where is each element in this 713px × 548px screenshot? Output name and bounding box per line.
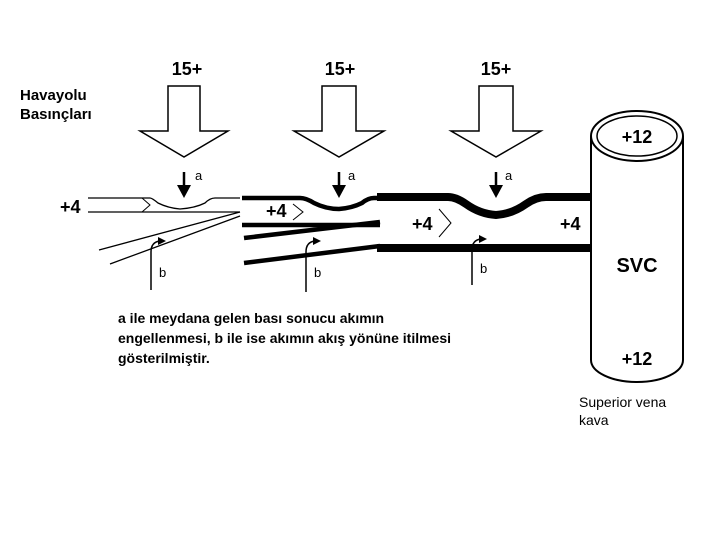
- svc-cylinder: [590, 110, 684, 383]
- pressure-arrow-1: 15+: [137, 59, 231, 158]
- compression-label-1: a: [195, 168, 203, 183]
- vessel-segment-3: [377, 172, 596, 285]
- airway-pressure-label-2: 15+: [325, 59, 356, 79]
- svc-caption-line2: kava: [579, 412, 609, 428]
- caption-line-2: engellenmesi, b ile ise akımın akış yönü…: [118, 330, 452, 346]
- compression-label-3: a: [505, 168, 513, 183]
- push-label-3: b: [480, 261, 487, 276]
- vessel-pressure-label-2: +4: [266, 201, 287, 221]
- svc-bottom-pressure: +12: [622, 349, 653, 369]
- push-label-1: b: [159, 265, 166, 280]
- airway-pressure-label-3: 15+: [481, 59, 512, 79]
- compression-label-2: a: [348, 168, 356, 183]
- vessel-pressure-label-4: +4: [560, 214, 581, 234]
- airway-pressure-title-line1: Havayolu: [20, 87, 87, 104]
- caption-line-1: a ile meydana gelen bası sonucu akımın: [118, 310, 385, 326]
- vessel-segment-1: [88, 172, 241, 290]
- vessel-pressure-label-1: +4: [60, 197, 81, 217]
- svc-label: SVC: [616, 255, 657, 277]
- pressure-arrow-3: 15+: [448, 59, 544, 158]
- airway-pressure-label-1: 15+: [172, 59, 203, 79]
- svc-caption-line1: Superior vena: [579, 394, 666, 410]
- diagram-caption: a ile meydana gelen bası sonucu akımın e…: [118, 308, 518, 368]
- caption-line-3: gösterilmiştir.: [118, 350, 210, 366]
- vessel-pressure-label-3: +4: [412, 214, 433, 234]
- vessel-segment-2: [242, 172, 381, 292]
- svc-top-pressure: +12: [622, 127, 653, 147]
- push-label-2: b: [314, 265, 321, 280]
- airway-pressure-title-line2: Basınçları: [20, 106, 92, 123]
- pressure-arrow-2: 15+: [291, 59, 387, 158]
